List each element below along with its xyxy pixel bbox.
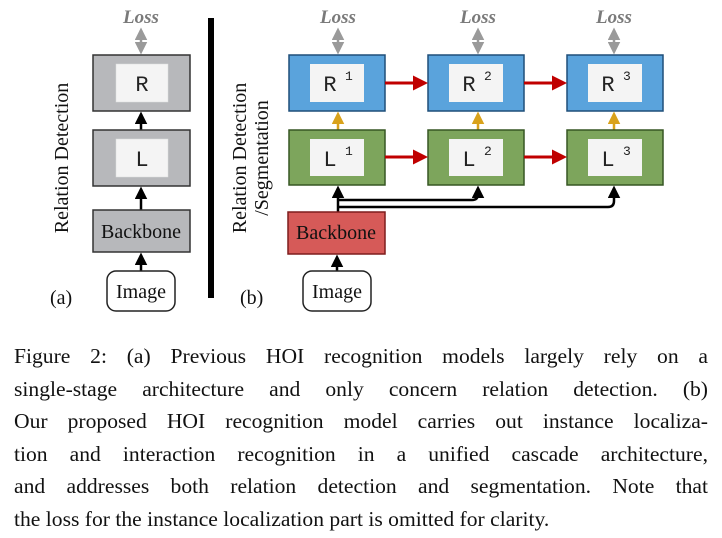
panel-b-label: (b) <box>240 287 263 309</box>
panel-b-backbone-to-l3-arrow <box>338 185 621 209</box>
caption-line: Figure 2: (a) Previous HOI recognition m… <box>14 344 708 368</box>
panel-a-backbone-text: Backbone <box>101 221 181 243</box>
panel-b-l3-inner <box>588 139 642 176</box>
panel-a-image-text: Image <box>116 281 166 303</box>
panel-a-r-inner <box>115 63 169 103</box>
panel-b-l3-sup: 3 <box>623 144 631 159</box>
caption-line: Our proposed HOI recognition model carri… <box>14 409 708 434</box>
panel-b-r3-text: R <box>601 73 614 98</box>
panel-b-r1-sup: 1 <box>345 69 353 84</box>
panel-b-r1-inner <box>310 64 364 102</box>
panel-b-l3-text: L <box>601 148 614 173</box>
panel-b-loss-label-3: Loss <box>595 7 632 28</box>
caption-line: tion and interaction recognition in a un… <box>14 441 708 466</box>
panel-b-l1-sup: 1 <box>345 144 353 159</box>
panel-a-backbone-box <box>92 209 191 253</box>
architecture-figure: Relation Detection Loss R L Backbone Ima… <box>50 7 664 312</box>
panel-a-image-box <box>106 270 176 312</box>
panel-b-r3-inner <box>588 64 642 102</box>
figure-caption: Figure 2: (a) Previous HOI recognition m… <box>14 340 708 536</box>
panel-b-l2-sup: 2 <box>484 144 492 159</box>
panel-a-l-inner <box>115 138 169 178</box>
panel-b-loss-label-1: Loss <box>319 7 356 28</box>
panel-b-side-label-line1: Relation Detection <box>229 83 251 234</box>
panel-a-r-text: R <box>135 73 148 98</box>
caption-line: and addresses both relation detection an… <box>14 474 708 499</box>
panel-b-backbone-box <box>287 211 386 255</box>
panel-b-r3-sup: 3 <box>623 69 631 84</box>
panel-b-r2-sup: 2 <box>484 69 492 84</box>
panel-b-loss-label-2: Loss <box>459 7 496 28</box>
panel-b-l2-text: L <box>462 148 475 173</box>
panel-b-r2-inner <box>449 64 503 102</box>
panel-b-image-text: Image <box>312 281 362 303</box>
panel-b-backbone-to-l2-arrow <box>338 185 485 202</box>
panel-b-r1-text: R <box>323 73 336 98</box>
panel-a-side-label: Relation Detection <box>51 83 73 234</box>
panel-a-label: (a) <box>50 287 72 309</box>
panel-b-side-label-line2: /Segmentation <box>251 100 273 216</box>
panel-b-image-box <box>302 270 372 312</box>
panel-b-l2-inner <box>449 139 503 176</box>
panel-b-backbone-text: Backbone <box>296 222 376 244</box>
panel-b: Relation Detection /Segmentation Loss Lo… <box>229 7 664 312</box>
panel-a-l-text: L <box>135 148 148 173</box>
panel-b-l1-text: L <box>323 148 336 173</box>
panel-b-l1-inner <box>310 139 364 176</box>
panel-a: Relation Detection Loss R L Backbone Ima… <box>50 7 191 312</box>
caption-line: the loss for the instance localization p… <box>14 506 550 531</box>
panel-a-loss-label: Loss <box>122 7 159 28</box>
panel-b-r2-text: R <box>462 73 475 98</box>
caption-line: single-stage architecture and only conce… <box>14 376 708 401</box>
